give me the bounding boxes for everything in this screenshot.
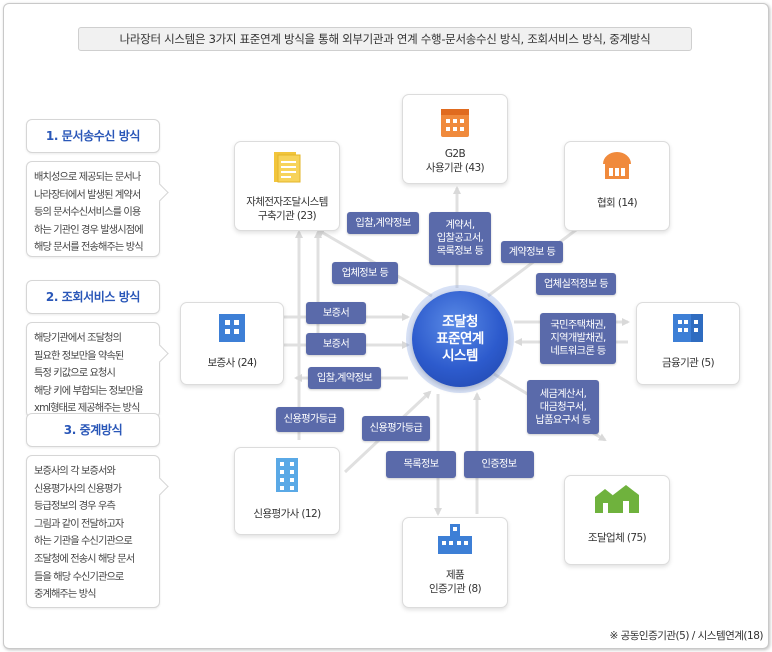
houses-icon: [595, 485, 639, 517]
node-supplier: 조달업체 (75): [564, 475, 670, 565]
tag-credit-grade-mid: 신용평가등급: [362, 416, 430, 441]
tag-catalog-info: 목록정보: [386, 451, 456, 478]
building-dome-icon: [601, 150, 633, 184]
calendar-icon: [440, 108, 470, 142]
tag-cert-info: 인증정보: [464, 451, 534, 478]
node-cert: 제품 인증기관 (8): [402, 517, 508, 608]
node-label-cert: 제품 인증기관 (8): [428, 569, 482, 595]
footnote: ※ 공동인증기관(5) / 시스템연계(18): [609, 630, 763, 642]
method-panel-3: 3. 중계방식 보증사의 각 보증서와 신용평가사의 신용평가 등급정보의 경우…: [26, 413, 160, 608]
node-label-self-built: 자체전자조달시스템 구축기관 (23): [246, 196, 328, 222]
node-g2b: G2B 사용기관 (43): [402, 94, 508, 184]
node-label-association: 협회 (14): [596, 197, 638, 209]
method-title-2: 2. 조회서비스 방식: [26, 280, 160, 314]
node-association: 협회 (14): [564, 141, 670, 231]
factory-icon: [438, 524, 472, 558]
method-body-1: 배치성으로 제공되는 문서나 나라장터에서 발생된 계약서 등의 문서수신서비스…: [26, 161, 160, 257]
tag-credit-grade-left: 신용평가등급: [276, 407, 344, 432]
tag-bid-contract-mid: 입찰,계약정보: [308, 367, 381, 389]
node-credit: 신용평가사 (12): [234, 447, 340, 535]
node-label-finance: 금융기관 (5): [661, 357, 715, 369]
node-self-built: 자체전자조달시스템 구축기관 (23): [234, 141, 340, 231]
node-label-credit: 신용평가사 (12): [253, 508, 321, 520]
method-body-3: 보증사의 각 보증서와 신용평가사의 신용평가 등급정보의 경우 우측 그림과 …: [26, 455, 160, 608]
node-label-guarantee: 보증사 (24): [207, 357, 257, 369]
document-icon: [273, 151, 301, 187]
bank-building-icon: [673, 314, 703, 346]
tag-guarantee-2: 보증서: [306, 333, 366, 355]
tag-contract-info: 계약정보 등: [501, 241, 563, 263]
method-body-2: 해당기관에서 조달청의 필요한 정보만을 약속된 특정 키값으로 요청시 해당 …: [26, 322, 160, 418]
center-hub: 조달청 표준연계 시스템: [412, 291, 508, 387]
method-title-1: 1. 문서송수신 방식: [26, 119, 160, 153]
tag-bonds: 국민주택채권, 지역개발채권, 네트워크론 등: [540, 313, 616, 364]
node-label-supplier: 조달업체 (75): [587, 532, 647, 544]
building-icon: [219, 314, 245, 346]
method-panel-2: 2. 조회서비스 방식 해당기관에서 조달청의 필요한 정보만을 약속된 특정 …: [26, 280, 160, 418]
page-title: 나라장터 시스템은 3가지 표준연계 방식을 통해 외부기관과 연계 수행-문서…: [78, 27, 692, 51]
node-label-g2b: G2B 사용기관 (43): [425, 148, 485, 174]
tag-tax-docs: 세금계산서, 대금청구서, 납품요구서 등: [527, 380, 599, 434]
tower-building-icon: [276, 458, 298, 496]
tag-contract-docs: 계약서, 입찰공고서, 목록정보 등: [429, 212, 491, 265]
node-finance: 금융기관 (5): [636, 302, 740, 385]
node-guarantee: 보증사 (24): [180, 302, 284, 385]
tag-bid-contract-top: 입찰,계약정보: [347, 212, 419, 234]
method-panel-1: 1. 문서송수신 방식 배치성으로 제공되는 문서나 나라장터에서 발생된 계약…: [26, 119, 160, 257]
tag-business-info: 업체정보 등: [332, 262, 398, 284]
tag-perf-info: 업체실적정보 등: [536, 273, 616, 295]
tag-guarantee-1: 보증서: [306, 302, 366, 324]
method-title-3: 3. 중계방식: [26, 413, 160, 447]
